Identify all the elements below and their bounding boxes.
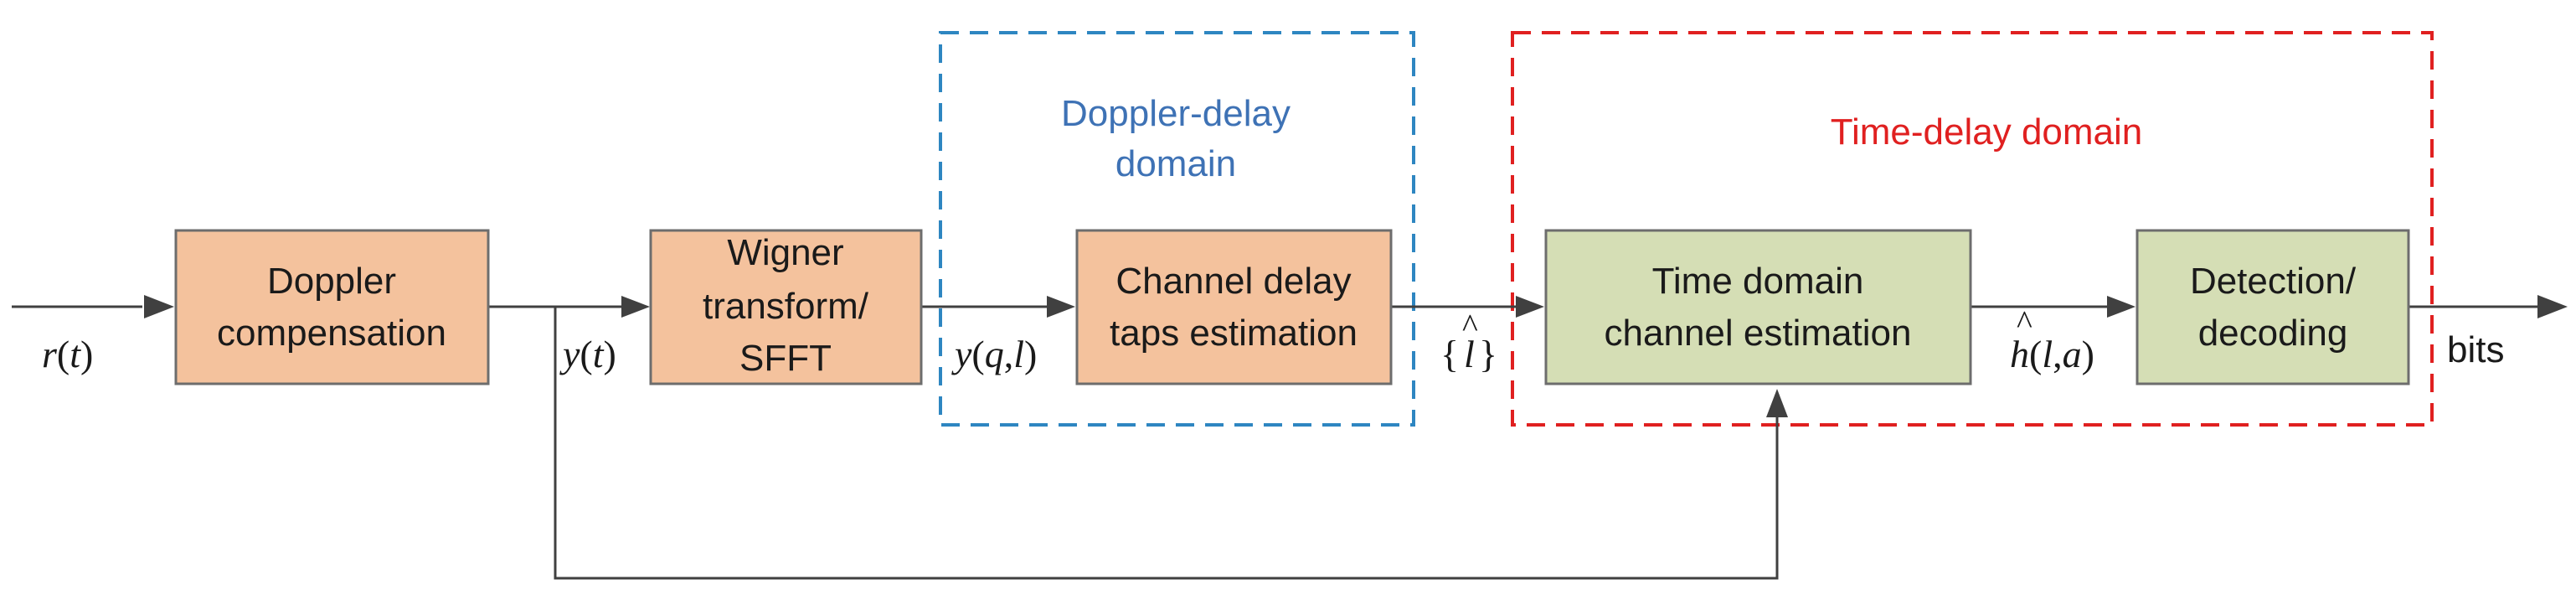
brace-close: } — [1479, 333, 1497, 375]
time-domain-block-label-line2: channel estimation — [1605, 313, 1912, 354]
wigner-block-label-line3: SFFT — [739, 338, 832, 379]
doppler-block-label-line2: compensation — [217, 313, 446, 354]
doppler-compensation-block: Doppler compensation — [174, 229, 490, 385]
signal-label-y-q-l: y(q,l) — [951, 333, 1037, 375]
signal-wires — [12, 295, 2568, 580]
arrowhead-icon — [1766, 389, 1788, 417]
channel-delay-taps-block: Channel delay taps estimation — [1075, 229, 1393, 385]
arrowhead-icon — [621, 296, 650, 318]
wigner-block-label-line1: Wigner — [727, 232, 843, 273]
arrowhead-icon — [1516, 296, 1544, 318]
doppler-delay-domain-label-line2: domain — [1115, 143, 1236, 184]
hat-accent: ^ — [1462, 307, 1478, 344]
brace-open: { — [1440, 333, 1459, 375]
detection-block-label-line2: decoding — [2198, 313, 2348, 354]
wigner-transform-block: Wigner transform/ SFFT — [649, 229, 923, 385]
l-symbol: l — [1464, 333, 1475, 375]
arrowhead-icon — [2537, 295, 2568, 318]
signal-label-y-t: y(t) — [559, 333, 616, 375]
arrowhead-icon — [1047, 296, 1075, 318]
time-delay-domain-region — [1511, 31, 2434, 427]
doppler-delay-domain-region — [939, 31, 1415, 427]
arrowhead-icon — [2107, 296, 2136, 318]
detection-block-label-line1: Detection/ — [2190, 261, 2357, 302]
wigner-block-label-line2: transform/ — [703, 286, 869, 327]
detection-decoding-block: Detection/ decoding — [2136, 229, 2410, 385]
doppler-delay-domain-label-line1: Doppler-delay — [1061, 93, 1291, 134]
signal-label-r-t: r(t) — [42, 333, 93, 375]
doppler-block-label-line1: Doppler — [267, 261, 396, 302]
arrowhead-icon — [144, 295, 174, 318]
time-domain-block-label-line1: Time domain — [1652, 261, 1864, 302]
signal-label-h-hat: ^ h(l,a) — [2010, 303, 2094, 375]
output-bits-label: bits — [2447, 329, 2504, 370]
time-delay-domain-label: Time-delay domain — [1831, 111, 2143, 153]
hat-accent: ^ — [2017, 303, 2032, 341]
channel-delay-block-label-line2: taps estimation — [1110, 313, 1358, 354]
time-domain-channel-estimation-block: Time domain channel estimation — [1544, 229, 1972, 385]
channel-delay-block-label-line1: Channel delay — [1115, 261, 1351, 302]
signal-label-l-hat-set: { l ^ } — [1440, 307, 1497, 375]
wire-feedback-path — [554, 307, 1779, 580]
h-hat-expression: h(l,a) — [2010, 333, 2094, 375]
